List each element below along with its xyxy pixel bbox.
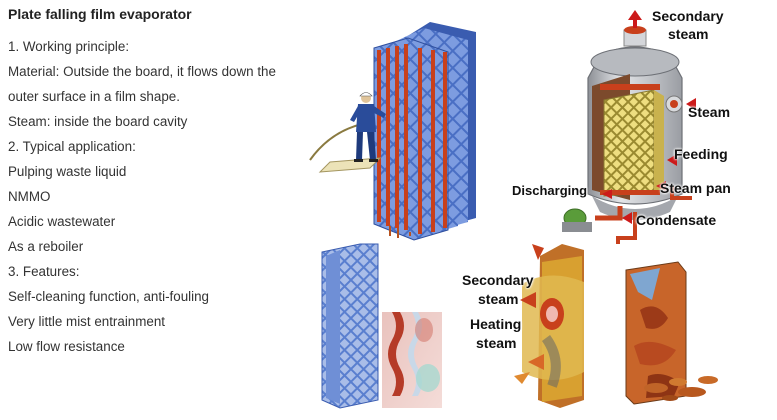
page-title: Plate falling film evaporator [8, 6, 192, 22]
heating-steam-label: Heating [470, 316, 522, 332]
application-item: Pulping waste liquid [8, 164, 127, 179]
features-heading: 3. Features: [8, 264, 80, 279]
evaporator-illustration: Secondary steam Steam Feeding Dischargin… [300, 0, 777, 420]
working-principle-heading: 1. Working principle: [8, 39, 130, 54]
plate-cross-section [382, 312, 442, 408]
secondary-steam-top-label: Secondary [652, 8, 724, 24]
steam-pan-label: Steam pan [660, 180, 731, 196]
application-item: As a reboiler [8, 239, 84, 254]
condensate-label: Condensate [636, 212, 717, 228]
steam-flow-detail [514, 244, 584, 408]
plate-pack [373, 22, 476, 241]
fouled-plate [625, 261, 687, 405]
scale-fragments [644, 376, 718, 401]
secondary-steam-bottom-label: Secondary [462, 272, 534, 288]
feature-item: Low flow resistance [8, 339, 125, 354]
feeding-label: Feeding [674, 146, 728, 162]
plate-detail [321, 243, 379, 409]
material-line: Material: Outside the board, it flows do… [8, 64, 276, 79]
material-line-cont: outer surface in a film shape. [8, 89, 180, 104]
secondary-steam-top-label: steam [668, 26, 709, 42]
feature-item: Very little mist entrainment [8, 314, 166, 329]
discharging-label: Discharging [512, 183, 588, 198]
worker-figure [309, 92, 386, 173]
secondary-steam-bottom-label: steam [478, 291, 519, 307]
steam-label: Steam [688, 104, 731, 120]
description-panel: Plate falling film evaporator 1. Working… [0, 0, 300, 420]
evaporator-drawing [309, 10, 718, 409]
application-item: NMMO [8, 189, 51, 204]
heating-steam-label: steam [476, 335, 517, 351]
typical-application-heading: 2. Typical application: [8, 139, 136, 154]
application-item: Acidic wastewater [8, 214, 116, 229]
feature-item: Self-cleaning function, anti-fouling [8, 289, 209, 304]
evaporator-vessel [562, 10, 696, 244]
steam-line: Steam: inside the board cavity [8, 114, 188, 129]
